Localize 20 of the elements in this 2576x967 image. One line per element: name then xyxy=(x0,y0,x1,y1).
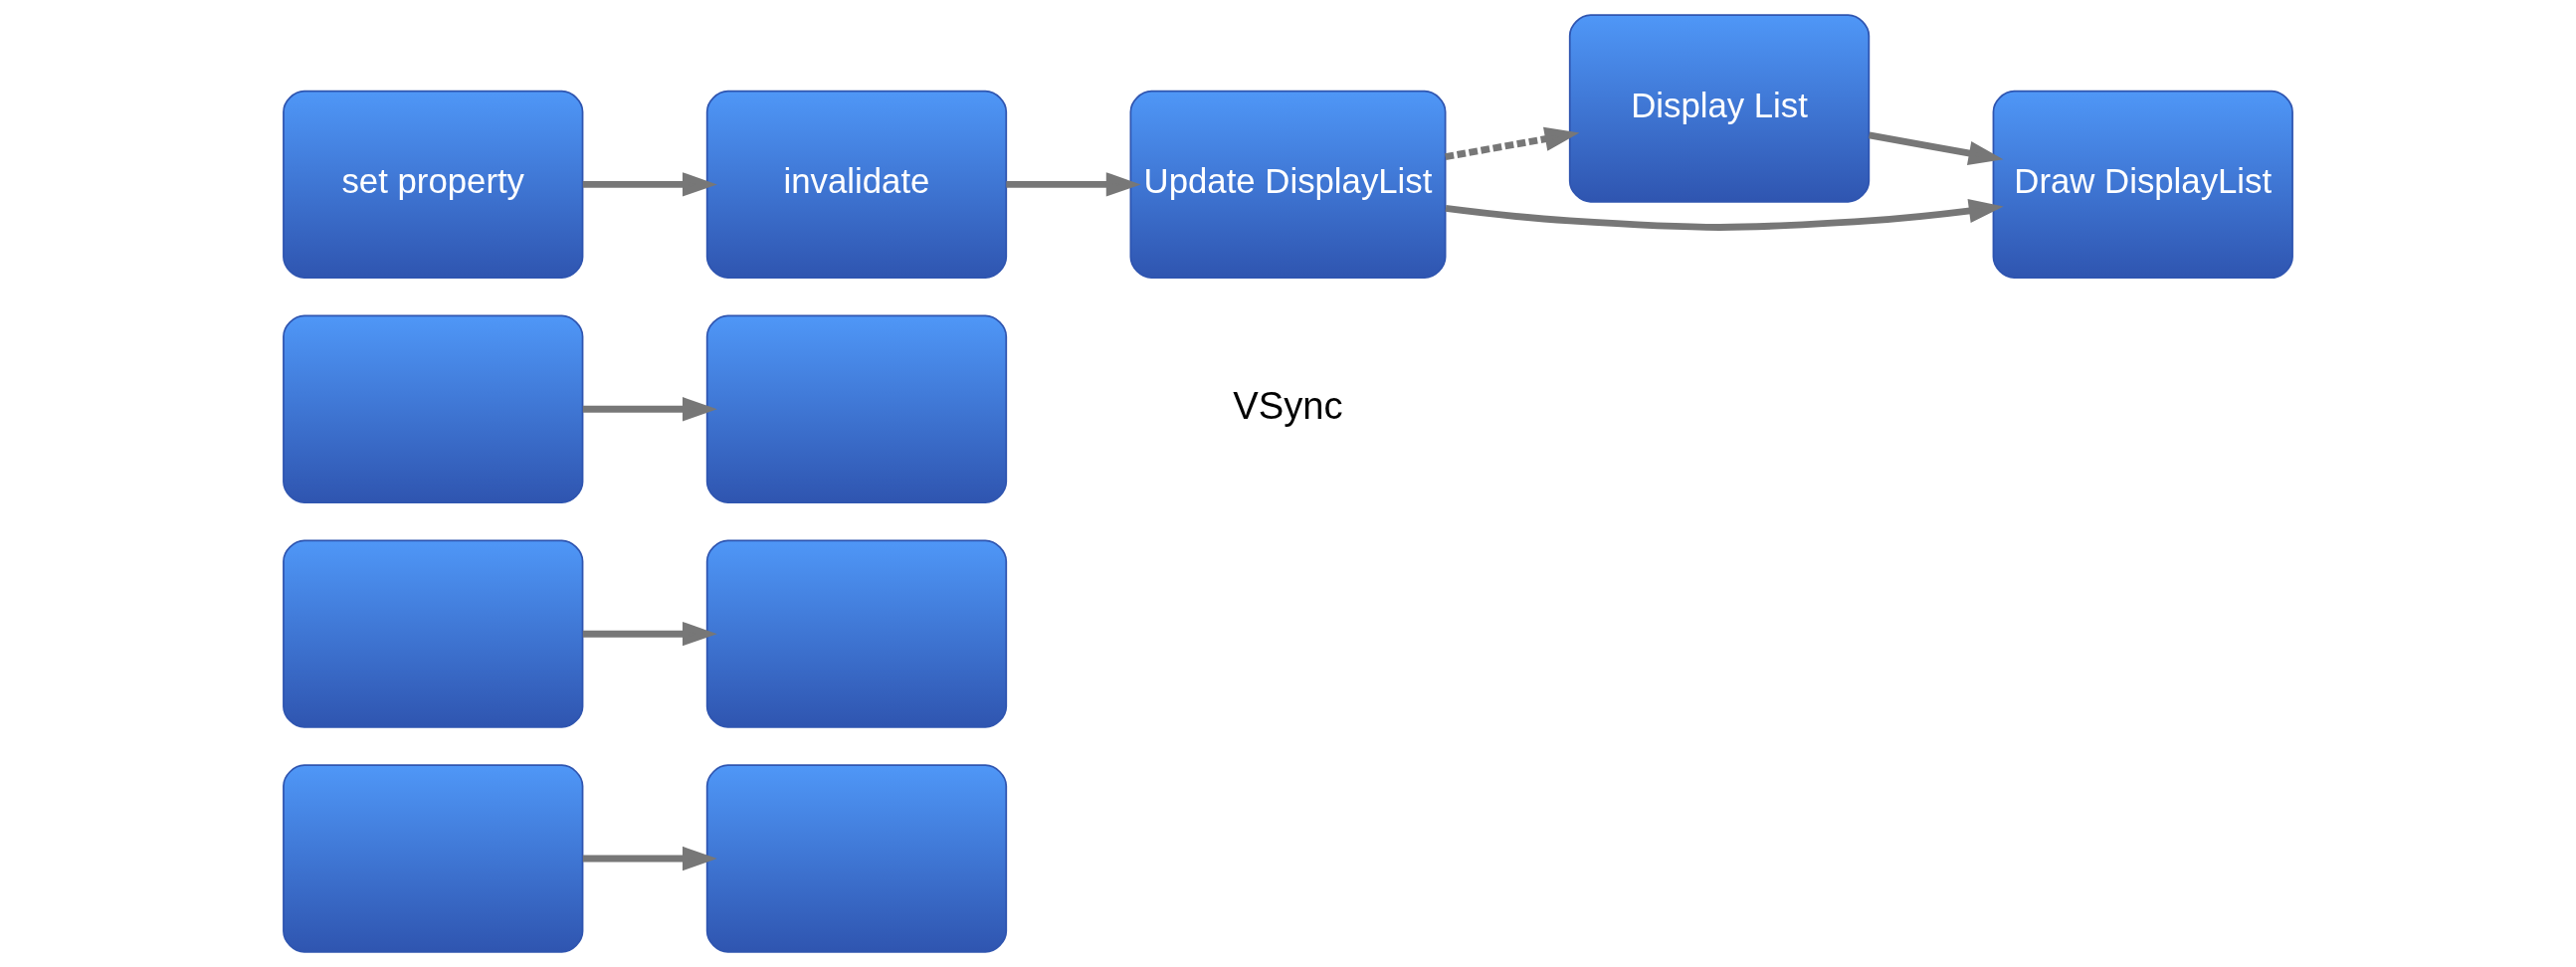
node-box: Display List xyxy=(1568,14,1871,203)
node-box xyxy=(705,764,1008,953)
arrow xyxy=(1869,131,2004,166)
arrow xyxy=(582,172,717,197)
node-box xyxy=(283,764,584,953)
node-box xyxy=(705,539,1008,728)
node-box xyxy=(283,314,584,503)
label: VSync xyxy=(1233,384,1343,428)
arrow xyxy=(582,846,717,871)
node-box: Draw DisplayList xyxy=(1992,90,2293,280)
arrow xyxy=(1006,172,1141,197)
arrow xyxy=(1445,126,1580,160)
node-box xyxy=(283,539,584,728)
node-box xyxy=(705,314,1008,503)
node-box: invalidate xyxy=(705,90,1008,280)
node-box: set property xyxy=(283,90,584,280)
node-box: Update DisplayList xyxy=(1129,90,1447,280)
arrow xyxy=(582,397,717,422)
arrow xyxy=(582,621,717,647)
arrow xyxy=(1445,198,2004,231)
